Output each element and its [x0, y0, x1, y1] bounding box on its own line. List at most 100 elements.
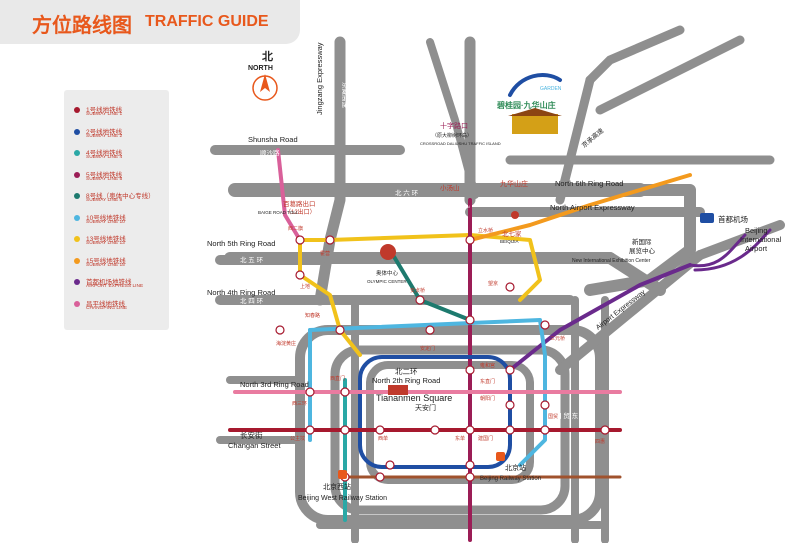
title-en: TRAFFIC GUIDE: [145, 13, 269, 30]
label-shunsha: Shunsha Road: [248, 135, 298, 144]
place-airport-en2: International: [740, 235, 782, 244]
legend-label-en: SUBWAY LINE 15: [86, 262, 125, 268]
place-station-zh: 北京站: [505, 463, 526, 472]
legend-swatch-icon: [74, 236, 80, 242]
road-lidong: [426, 38, 479, 199]
road-beijing-cheng: [555, 75, 595, 205]
place-expo-zh1: 新国际: [632, 237, 652, 246]
legend-label-en: SUBWAY LINE 5: [86, 176, 123, 182]
station-tiananmen: [430, 425, 440, 435]
legend-label-zh: 8号线（奥体中心专线）: [86, 193, 155, 200]
st-jianguomen: 建国门: [478, 435, 493, 442]
st-xidan: 西单: [378, 435, 388, 442]
st-anzhenqiao: 安贞桥: [410, 287, 425, 294]
stations: [275, 211, 610, 482]
station-xierqi: [295, 235, 305, 245]
st-dongzhimen: 东直门: [480, 378, 495, 385]
st-xierqi: 西二旗: [288, 225, 303, 232]
airplane-icon: [700, 213, 714, 223]
line-13-west: [298, 238, 362, 357]
label-north4-zh: 北 四 环: [240, 297, 264, 305]
station-jianguomen: [505, 425, 515, 435]
legend-label-zh: 4号线地铁线: [86, 150, 123, 157]
road-ring-outer: [295, 325, 605, 525]
place-west-station-en: Beijing West Railway Station: [298, 495, 387, 502]
st-lishuiqiao: 立水桥: [478, 227, 493, 234]
line-2: [358, 355, 512, 469]
title-zh: 方位路线图: [32, 15, 132, 37]
legend-label-en: SUBWAY LINE 8: [86, 198, 123, 203]
place-shizilukou-en: CROSSROAD DALIUSHU TRAFFIC ISLAND: [420, 141, 501, 146]
st-andingmen: 安定门: [420, 345, 435, 352]
road-jingzang: [314, 36, 346, 306]
tiananmen-icon: [388, 385, 408, 395]
line-13-north: [298, 233, 542, 302]
label-airport-north: North Airport Expressway: [550, 203, 635, 212]
legend-label-zh: 5号线地铁线: [86, 171, 123, 179]
station-anzhenqiao: [415, 295, 425, 305]
station-chaoyangmen: [505, 400, 515, 410]
road-ne-2: [595, 35, 745, 115]
place-expo-en: New International Exhibition Center: [572, 258, 651, 264]
st-zhichunlu: 知春路: [305, 312, 320, 319]
station-shangdi: [295, 270, 305, 280]
legend-label-zh: 15号线地铁线: [86, 257, 126, 265]
station-datunlu: [425, 325, 435, 335]
place-olympic-en: OLYMPIC CENTER: [367, 279, 407, 284]
st-yonghegong: 雍和宫: [480, 362, 495, 369]
place-station-en: Beijing Railway Station: [480, 476, 541, 482]
legend-swatch-icon: [74, 128, 80, 135]
legend-swatch-icon: [74, 150, 80, 156]
label-north4: North 4th Ring Road: [207, 288, 275, 297]
station-guomao: [540, 425, 550, 435]
station-wangjing: [505, 282, 515, 292]
palace-roof-icon: [508, 108, 562, 116]
compass-arrow-icon: [260, 74, 270, 92]
st-huoying: 霍营: [320, 250, 330, 257]
legend-swatch-icon: [74, 214, 80, 221]
legend-swatch-icon: [74, 171, 80, 178]
legend-label-en: CHANGPING LINE: [86, 305, 128, 311]
legend-label-zh: 昌平线地铁线: [86, 300, 125, 308]
road-airport-loop: [584, 184, 696, 296]
road-ring-3: [366, 361, 534, 484]
road-north5-east: [604, 252, 666, 296]
place-expo-zh2: 展览中心: [629, 246, 656, 255]
station-xidan: [375, 425, 385, 435]
compass-en: NORTH: [248, 65, 273, 72]
label-east3-zh: 国 贸 东: [555, 411, 579, 420]
legend-label-en: AIRPORT EXPRESS LINE: [86, 284, 144, 289]
label-north6: North 6th Ring Road: [555, 179, 623, 188]
station-yonghegong: [465, 365, 475, 375]
place-tiananmen-zh: 天安门: [415, 403, 436, 412]
place-olympic-zh: 奥体中心: [376, 269, 399, 277]
place-baige-en: BAIGE ROAD TOLL: [258, 210, 299, 215]
legend-label-zh: 1号线地铁线: [86, 107, 123, 114]
place-baige-sub: （12出口）: [285, 208, 316, 216]
label-jingzang-zh: 京藏高速: [341, 82, 350, 109]
place-xiaotangshan: 小汤山: [440, 183, 460, 192]
legend-label-zh: 13号线地铁线: [86, 236, 126, 243]
station-tuanjiehu: [540, 400, 550, 410]
st-chaoyangmen: 朝阳门: [480, 395, 495, 402]
label-shunsha-zh: 顺沙路: [260, 148, 280, 157]
st-wangjing: 望京: [488, 280, 498, 287]
label-changan-zh: 长安街: [240, 430, 263, 440]
place-baige: 百葛路出口: [283, 199, 316, 208]
airport-area: [688, 228, 772, 272]
header-bar: 方位路线图 TRAFFIC GUIDE: [0, 0, 300, 44]
label-north2-zh: 北二环: [395, 367, 418, 376]
st-shangdi: 上地: [300, 283, 310, 290]
legend-label-en: SUBWAY LINE 4: [86, 155, 123, 160]
label-north5-zh: 北 五 环: [240, 256, 264, 264]
label-north3: North 3rd Ring Road: [240, 380, 309, 389]
station-zhichunlu: [335, 325, 345, 335]
station-dongdan: [465, 425, 475, 435]
airport-track-2: [693, 228, 772, 272]
legend-swatch-icon: [74, 193, 80, 199]
label-north5: North 5th Ring Road: [207, 239, 275, 248]
label-airport-zh: 机 场 北 线: [585, 219, 617, 228]
st-sihui: 四惠: [595, 438, 605, 445]
station-xisanhuan: [305, 387, 315, 397]
